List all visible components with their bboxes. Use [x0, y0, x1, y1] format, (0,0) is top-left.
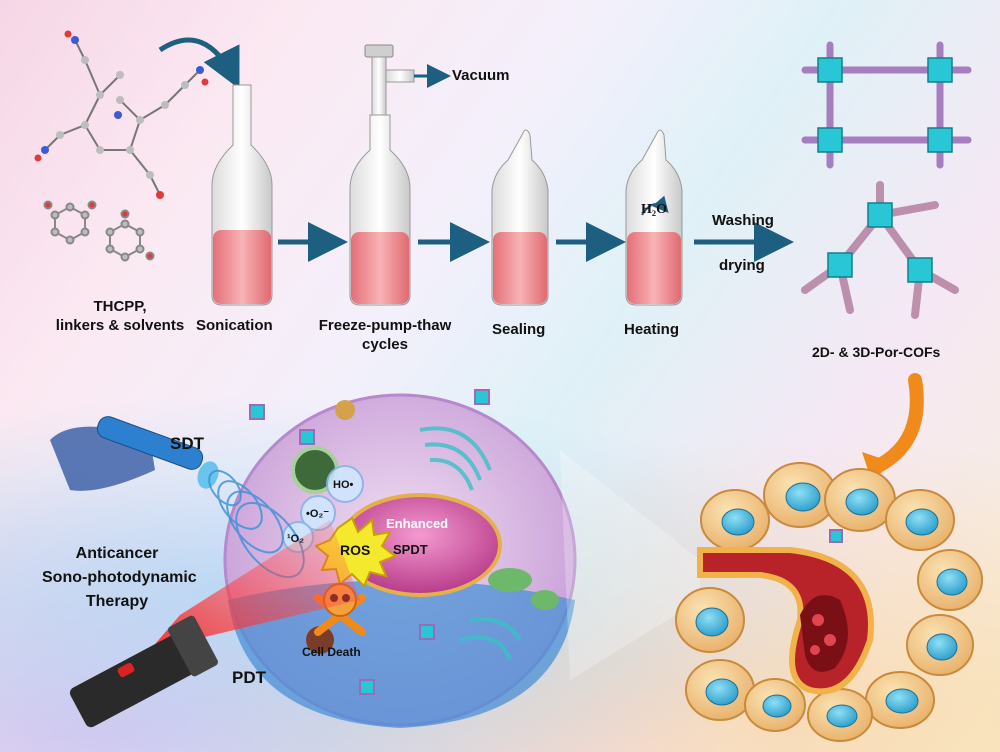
vacuum-label: Vacuum: [452, 67, 510, 84]
therapy-label-line2: Sono-photodynamic: [42, 569, 197, 586]
to-tumor-arrow: [873, 373, 924, 472]
ultrasound-probe-icon: [50, 416, 305, 579]
porphyrin-molecule: [34, 30, 209, 199]
tumor-tissue-illustration: [675, 462, 983, 742]
flashlight-icon: [69, 520, 360, 728]
water-label: H₂O: [641, 202, 667, 217]
cof-particles: [249, 389, 843, 695]
pdt-label: PDT: [232, 668, 266, 687]
product-label: 2D- & 3D-Por-COFs: [812, 344, 941, 360]
cell-death-label: Cell Death: [302, 645, 361, 659]
cof-3d-structure: [801, 181, 959, 319]
cancer-cell-illustration: [223, 393, 577, 728]
therapy-label: Anticancer Sono-photodynamic Therapy: [42, 542, 197, 614]
sealing-label: Sealing: [492, 321, 546, 338]
add-to-ampoule-arrow: [158, 37, 240, 89]
therapy-label-line1: Anticancer: [75, 545, 159, 562]
ampoule-freeze-pump-thaw: [349, 44, 451, 306]
cof-2d-structure: [801, 41, 972, 169]
precursors-label-line1: THCPP,: [93, 298, 147, 315]
freeze-label-line2: cycles: [362, 336, 408, 353]
freeze-label-line1: Freeze-pump-thaw: [318, 317, 452, 334]
sdt-label: SDT: [170, 434, 204, 453]
precursors-label-line2: linkers & solvents: [55, 317, 185, 334]
linker-molecules: [43, 200, 155, 262]
superoxide-label: •O₂⁻: [306, 508, 330, 520]
ampoule-sonication: [211, 84, 273, 306]
ros-label: ROS: [340, 542, 371, 558]
drying-label: drying: [719, 257, 765, 274]
therapy-label-line3: Therapy: [85, 593, 149, 610]
heating-label: Heating: [624, 321, 680, 338]
singlet-oxygen-label: ¹O₂: [287, 533, 305, 545]
freeze-pump-thaw-label: Freeze-pump-thaw cycles: [310, 316, 460, 354]
enhanced-label: Enhanced: [386, 516, 449, 531]
zoom-cone: [560, 450, 700, 680]
precursors-label: THCPP, linkers & solvents: [50, 297, 190, 335]
spdt-label: SPDT: [393, 542, 428, 557]
ampoule-heating: [625, 129, 683, 306]
ampoule-sealing: [491, 129, 549, 306]
sonication-label: Sonication: [196, 317, 273, 334]
washing-label: Washing: [712, 212, 774, 229]
hydroxyl-radical-label: HO•: [333, 479, 354, 491]
